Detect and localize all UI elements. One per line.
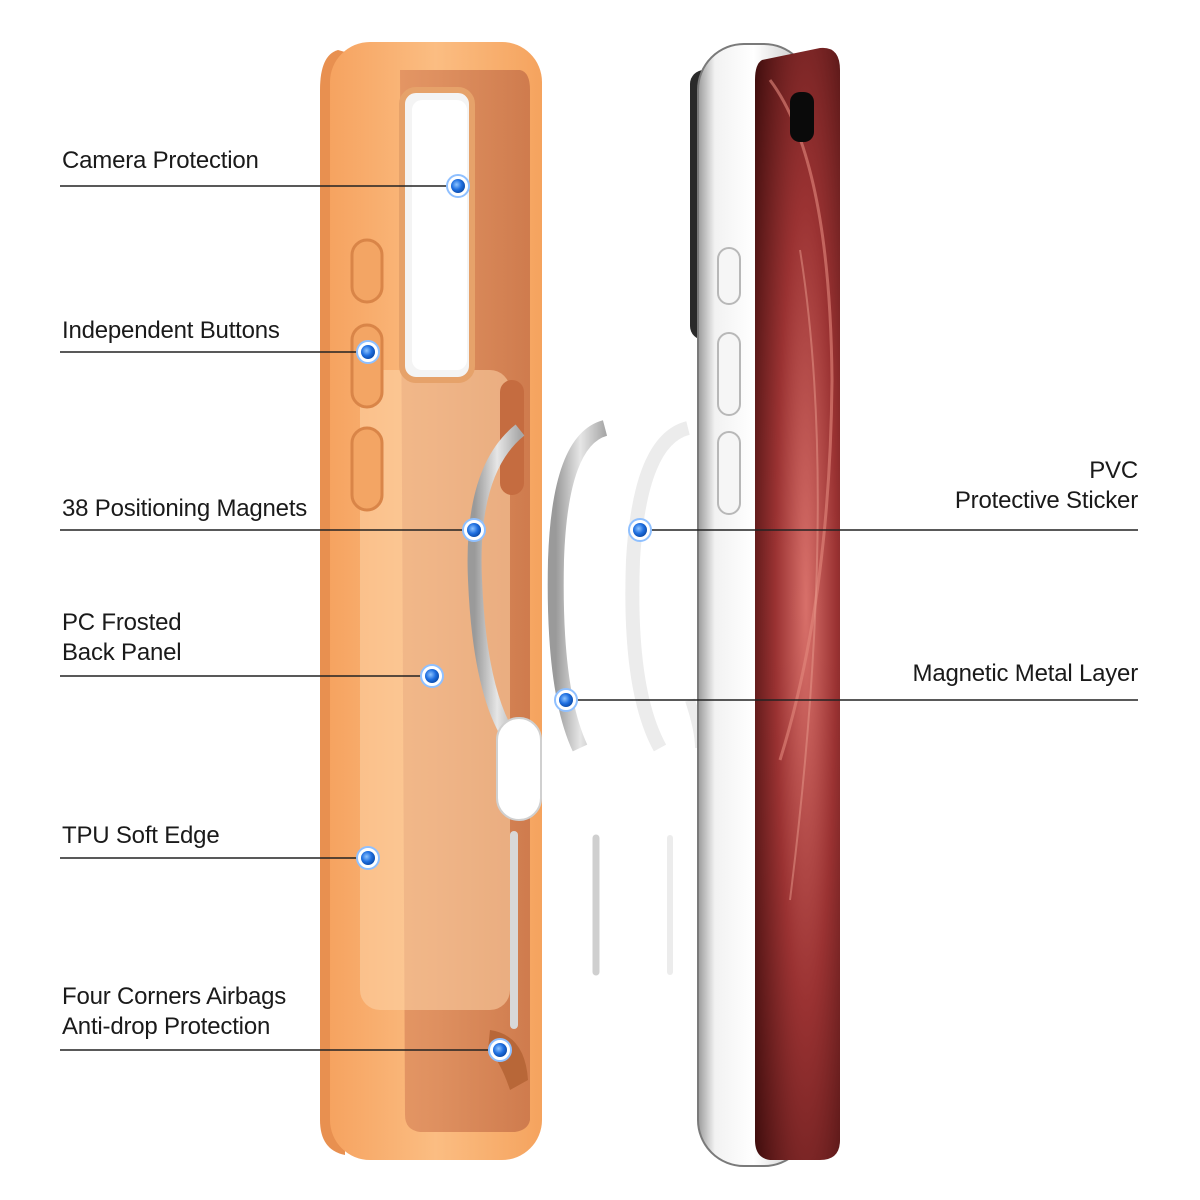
- label-line: Magnetic Metal Layer: [912, 660, 1139, 687]
- label-line: Camera Protection: [62, 147, 259, 174]
- label-line: Back Panel: [62, 639, 182, 666]
- marker-camera-protection: [446, 174, 470, 198]
- label-four-corners-airbags: Four Corners Airbags Anti-drop Protectio…: [62, 982, 286, 1042]
- label-pc-frosted-back-panel: PC Frosted Back Panel: [62, 608, 182, 668]
- phone-device: [690, 43, 840, 1167]
- marker-magnetic-metal-layer: [554, 688, 578, 712]
- label-camera-protection: Camera Protection: [62, 146, 259, 176]
- label-line: Anti-drop Protection: [62, 1013, 271, 1040]
- label-line: PVC: [1089, 457, 1138, 484]
- marker-tpu-soft-edge: [356, 846, 380, 870]
- label-line: PC Frosted: [62, 609, 182, 636]
- label-line: Four Corners Airbags: [62, 983, 287, 1010]
- marker-positioning-magnets: [462, 518, 486, 542]
- label-positioning-magnets: 38 Positioning Magnets: [62, 494, 307, 524]
- leader-lines: [60, 185, 1138, 1051]
- label-line: TPU Soft Edge: [62, 822, 220, 849]
- marker-pvc-protective-sticker: [628, 518, 652, 542]
- label-pvc-protective-sticker: PVC Protective Sticker: [955, 456, 1138, 516]
- marker-dots: [356, 174, 652, 1062]
- marker-independent-buttons: [356, 340, 380, 364]
- marker-pc-frosted-back-panel: [420, 664, 444, 688]
- phone-case: [320, 42, 542, 1160]
- label-magnetic-metal-layer: Magnetic Metal Layer: [912, 659, 1139, 689]
- label-line: Independent Buttons: [62, 317, 280, 344]
- label-tpu-soft-edge: TPU Soft Edge: [62, 821, 220, 851]
- label-line: Protective Sticker: [954, 487, 1138, 514]
- label-line: 38 Positioning Magnets: [62, 495, 308, 522]
- marker-four-corners-airbags: [488, 1038, 512, 1062]
- label-independent-buttons: Independent Buttons: [62, 316, 280, 346]
